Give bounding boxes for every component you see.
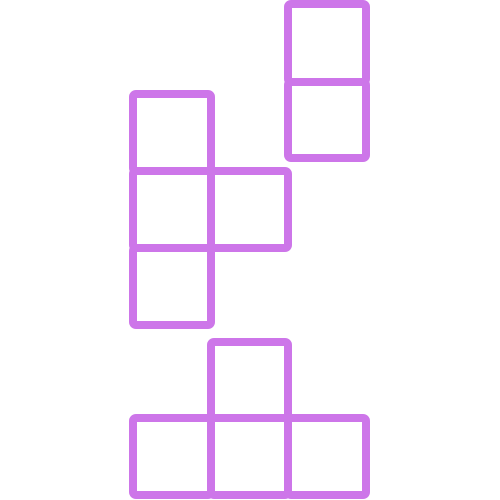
block-cell [207,414,292,499]
block-cell [284,78,370,162]
block-cell [207,167,292,252]
vertical-domino-piece [284,0,370,162]
block-cell [129,167,215,252]
block-cell [207,338,292,422]
block-cell [284,414,370,499]
block-cell [129,414,215,499]
block-cell [129,244,215,329]
block-cell [129,90,215,175]
t-tetromino-vertical-piece [129,90,292,329]
block-cell [284,0,370,86]
t-tetromino-upright-piece [129,338,370,499]
